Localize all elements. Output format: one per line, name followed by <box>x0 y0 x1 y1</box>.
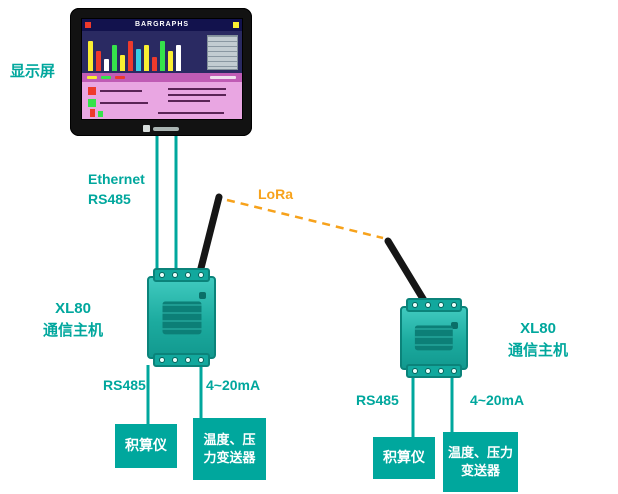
terminal-icon <box>198 272 205 278</box>
terminal-icon <box>171 272 178 278</box>
terminal-icon <box>198 357 205 363</box>
display-label: 显示屏 <box>10 63 56 80</box>
screen-bar <box>88 41 93 71</box>
device-left-branding <box>162 300 201 335</box>
lora-link-line <box>226 198 384 240</box>
device-left-role: 通信主机 <box>42 321 103 339</box>
device-left-terminals-top <box>153 268 210 282</box>
screen-bar <box>96 51 101 71</box>
terminal-icon <box>158 272 165 278</box>
terminal-icon <box>450 368 457 374</box>
rs485-top-label: RS485 <box>88 191 131 207</box>
hmi-logo-icon <box>143 125 150 132</box>
terminal-icon <box>450 302 457 308</box>
integrator-box-right: 积算仪 <box>373 437 435 479</box>
device-right-branding <box>414 325 454 351</box>
hmi-display: BARGRAPHS <box>70 8 252 136</box>
screen-bar <box>136 49 141 71</box>
device-left-terminals-bottom <box>153 353 210 367</box>
screen-bar <box>168 51 173 71</box>
device-left <box>147 268 216 367</box>
screen-bar <box>176 45 181 71</box>
device-right-body <box>400 306 468 370</box>
device-right <box>400 298 468 378</box>
device-right-label: XL80 通信主机 <box>492 318 584 362</box>
screen-bar <box>104 59 109 71</box>
device-left-label: XL80 通信主机 <box>27 298 119 342</box>
terminal-icon <box>185 357 192 363</box>
device-led-icon <box>199 292 206 299</box>
status-chip <box>115 76 125 79</box>
analog-right-label: 4~20mA <box>470 392 525 408</box>
analog-left-label: 4~20mA <box>206 377 261 393</box>
device-led-icon <box>451 322 458 329</box>
hmi-status-header <box>82 73 242 82</box>
hmi-logo-wordmark <box>153 126 179 131</box>
status-text-line <box>168 88 226 90</box>
device-left-model: XL80 <box>55 300 91 317</box>
screen-bar <box>112 45 117 71</box>
status-square <box>88 87 96 95</box>
hmi-bargraph-area <box>82 31 242 73</box>
ethernet-label: Ethernet <box>88 171 145 187</box>
device-right-model: XL80 <box>520 320 556 337</box>
terminal-icon <box>171 357 178 363</box>
terminal-icon <box>437 368 444 374</box>
title-marker-right-icon <box>233 22 239 28</box>
lora-label: LoRa <box>258 186 293 202</box>
hmi-screen: BARGRAPHS <box>81 18 243 120</box>
title-marker-left-icon <box>85 22 91 28</box>
transmitter-box-left: 温度、压力变送器 <box>193 418 266 480</box>
status-text-line <box>168 94 226 96</box>
terminal-icon <box>158 357 165 363</box>
device-right-terminals-top <box>406 298 462 312</box>
antenna-left <box>195 193 223 280</box>
terminal-icon <box>424 368 431 374</box>
integrator-box-left: 积算仪 <box>115 424 177 468</box>
screen-bar <box>160 41 165 71</box>
status-mini-bar <box>98 111 103 117</box>
status-text-line <box>158 112 224 114</box>
rs485-right-label: RS485 <box>356 392 399 408</box>
device-left-body <box>147 276 216 359</box>
status-mini-bar <box>90 109 95 117</box>
terminal-icon <box>185 272 192 278</box>
screen-bar <box>120 55 125 71</box>
hmi-screen-title: BARGRAPHS <box>82 19 242 31</box>
status-chip <box>210 76 236 79</box>
status-text-line <box>100 90 142 92</box>
terminal-icon <box>437 302 444 308</box>
status-chip <box>101 76 111 79</box>
status-square <box>88 99 96 107</box>
status-text-line <box>100 102 148 104</box>
terminal-icon <box>411 302 418 308</box>
hmi-status-panel <box>82 73 242 119</box>
device-right-role: 通信主机 <box>507 341 568 359</box>
status-chip <box>87 76 97 79</box>
hmi-brand-logo <box>143 125 179 132</box>
transmitter-box-right: 温度、压力变送器 <box>443 432 518 492</box>
terminal-icon <box>411 368 418 374</box>
hmi-readout-panel <box>207 35 238 70</box>
screen-title-text: BARGRAPHS <box>134 21 190 28</box>
rs485-left-label: RS485 <box>103 377 146 393</box>
device-right-terminals-bottom <box>406 364 462 378</box>
screen-bar <box>152 57 157 71</box>
screen-bar <box>144 45 149 71</box>
screen-bar <box>128 41 133 71</box>
status-text-line <box>168 100 210 102</box>
terminal-icon <box>424 302 431 308</box>
